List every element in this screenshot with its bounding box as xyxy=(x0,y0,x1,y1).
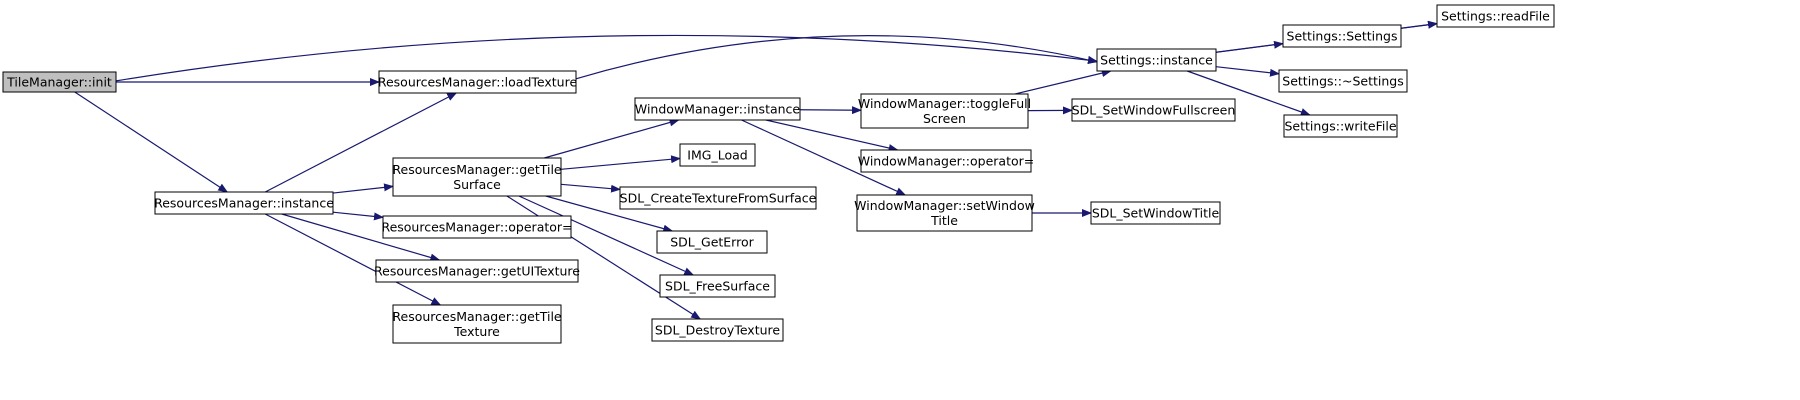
node-label: Texture xyxy=(453,324,500,339)
edge-rm_getTileSurface-to-img_load xyxy=(560,155,681,170)
node-box[interactable] xyxy=(651,318,784,342)
node-wm_operator[interactable]: WindowManager::operator= xyxy=(858,149,1035,173)
edge-settings_instance-to-settings_dtor xyxy=(1215,66,1280,77)
node-label: ResourcesManager::loadTexture xyxy=(378,75,578,90)
node-label: SDL_SetWindowTitle xyxy=(1092,206,1220,221)
edge-wm_instance-to-wm_toggleFull xyxy=(799,106,862,115)
node-box[interactable] xyxy=(619,186,817,210)
edge-rm_instance-to-rm_operator xyxy=(332,211,384,221)
edge-wm_instance-to-wm_setTitle xyxy=(741,119,907,196)
node-box[interactable] xyxy=(679,143,756,167)
node-box[interactable] xyxy=(1436,4,1555,28)
edge-rm_instance-to-rm_getUITexture xyxy=(281,213,441,262)
node-wm_instance[interactable]: WindowManager::instance xyxy=(634,97,801,121)
edge-tm_init-to-rm_instance xyxy=(74,91,229,193)
node-label: SDL_GetError xyxy=(670,235,754,250)
node-sdl_setFullscreen[interactable]: SDL_SetWindowFullscreen xyxy=(1071,98,1236,122)
node-label: IMG_Load xyxy=(687,148,747,163)
node-label: Screen xyxy=(923,111,966,126)
node-label: WindowManager::setWindow xyxy=(854,198,1035,213)
edge-rm_getTileSurface-to-sdl_destroyTex xyxy=(506,195,702,320)
edge-rm_instance-to-rm_getTileSurface xyxy=(332,183,394,194)
edge-rm_loadTexture-to-settings_instance xyxy=(575,35,1098,80)
node-box[interactable] xyxy=(375,259,579,283)
node-label: Settings::instance xyxy=(1100,53,1213,68)
node-box[interactable] xyxy=(656,230,768,254)
node-label: Settings::~Settings xyxy=(1282,74,1403,89)
node-box[interactable] xyxy=(860,149,1032,173)
edge-wm_instance-to-wm_operator xyxy=(765,119,899,152)
nodes-layer: TileManager::initResourcesManager::insta… xyxy=(2,4,1555,344)
node-label: SDL_CreateTextureFromSurface xyxy=(620,191,817,206)
node-box[interactable] xyxy=(1283,114,1398,138)
node-box[interactable] xyxy=(382,215,572,239)
edge-rm_getTileSurface-to-wm_instance xyxy=(544,118,680,159)
node-label: ResourcesManager::instance xyxy=(154,196,334,211)
node-label: Settings::Settings xyxy=(1287,29,1398,44)
node-settings_readFile[interactable]: Settings::readFile xyxy=(1436,4,1555,28)
node-box[interactable] xyxy=(1096,48,1217,72)
node-box[interactable] xyxy=(659,274,776,298)
edge-rm_getTileSurface-to-sdl_createTex xyxy=(560,183,621,193)
node-rm_operator[interactable]: ResourcesManager::operator= xyxy=(381,215,573,239)
node-box[interactable] xyxy=(634,97,801,121)
node-settings_writeFile[interactable]: Settings::writeFile xyxy=(1283,114,1398,138)
edge-tm_init-to-settings_instance xyxy=(115,34,1098,82)
node-label: Surface xyxy=(453,177,501,192)
node-box[interactable] xyxy=(860,93,1029,129)
node-settings_ctor[interactable]: Settings::Settings xyxy=(1282,24,1402,48)
node-sdl_createTex[interactable]: SDL_CreateTextureFromSurface xyxy=(619,186,817,210)
node-box[interactable] xyxy=(378,70,577,94)
node-label: ResourcesManager::operator= xyxy=(381,220,572,235)
node-label: WindowManager::instance xyxy=(635,102,801,117)
node-rm_getUITexture[interactable]: ResourcesManager::getUITexture xyxy=(374,259,580,283)
node-settings_dtor[interactable]: Settings::~Settings xyxy=(1278,69,1408,93)
node-label: ResourcesManager::getTile xyxy=(392,162,562,177)
node-box[interactable] xyxy=(2,71,117,93)
node-sdl_destroyTex[interactable]: SDL_DestroyTexture xyxy=(651,318,784,342)
edge-wm_toggleFull-to-settings_instance xyxy=(1015,69,1112,95)
node-label: WindowManager::toggleFull xyxy=(858,96,1031,111)
edge-settings_instance-to-settings_ctor xyxy=(1215,40,1284,53)
node-box[interactable] xyxy=(392,157,562,197)
node-settings_instance[interactable]: Settings::instance xyxy=(1096,48,1217,72)
edge-rm_instance-to-rm_loadTexture xyxy=(264,92,458,193)
node-label: TileManager::init xyxy=(6,75,112,90)
node-box[interactable] xyxy=(154,191,334,215)
edge-rm_getTileSurface-to-sdl_getError xyxy=(545,195,674,233)
node-tm_init[interactable]: TileManager::init xyxy=(2,71,117,93)
node-box[interactable] xyxy=(1090,201,1221,225)
edge-settings_instance-to-settings_writeFile xyxy=(1186,70,1311,116)
node-label: Settings::writeFile xyxy=(1284,119,1396,134)
node-box[interactable] xyxy=(856,194,1033,232)
node-rm_instance[interactable]: ResourcesManager::instance xyxy=(154,191,334,215)
edge-rm_getTileSurface-to-sdl_freeSurface xyxy=(518,195,695,276)
node-sdl_setTitle[interactable]: SDL_SetWindowTitle xyxy=(1090,201,1221,225)
node-label: ResourcesManager::getUITexture xyxy=(374,264,580,279)
node-box[interactable] xyxy=(1071,98,1236,122)
node-label: SDL_FreeSurface xyxy=(665,279,770,294)
node-label: Title xyxy=(930,213,958,228)
node-label: SDL_DestroyTexture xyxy=(655,323,780,338)
node-rm_loadTexture[interactable]: ResourcesManager::loadTexture xyxy=(378,70,578,94)
edge-rm_instance-to-rm_getTileTexture xyxy=(264,213,442,306)
edge-settings_ctor-to-settings_readFile xyxy=(1400,20,1438,29)
node-box[interactable] xyxy=(1282,24,1402,48)
node-label: SDL_SetWindowFullscreen xyxy=(1072,103,1236,118)
node-sdl_getError[interactable]: SDL_GetError xyxy=(656,230,768,254)
node-label: Settings::readFile xyxy=(1441,9,1550,24)
node-sdl_freeSurface[interactable]: SDL_FreeSurface xyxy=(659,274,776,298)
node-label: ResourcesManager::getTile xyxy=(392,309,562,324)
node-box[interactable] xyxy=(392,304,562,344)
node-label: WindowManager::operator= xyxy=(858,154,1035,169)
node-img_load[interactable]: IMG_Load xyxy=(679,143,756,167)
node-box[interactable] xyxy=(1278,69,1408,93)
